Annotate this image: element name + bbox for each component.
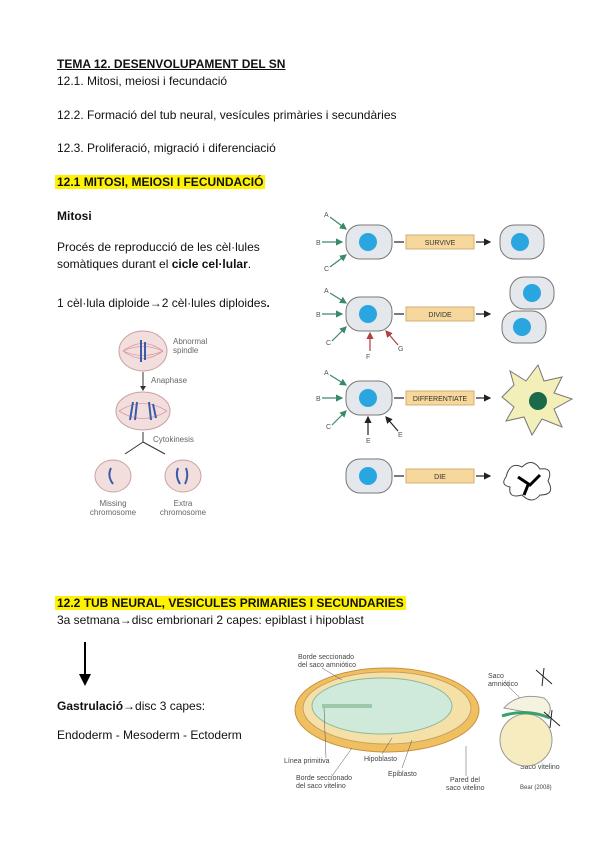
label-hypoblast: Hipoblasto xyxy=(364,756,397,763)
mitosis-para-line2: somàtiques durant el cicle cel·lular. xyxy=(57,257,252,271)
section2-heading: 12.2 TUB NEURAL, VESICULES PRIMARIES I S… xyxy=(55,596,406,610)
label-yolk-edge-2: del saco vitelino xyxy=(296,783,346,790)
signal-b-2: B xyxy=(316,312,321,319)
label-abnormal: Abnormal xyxy=(173,337,207,346)
amniotic-sac xyxy=(503,695,551,717)
box-survive: SURVIVE xyxy=(425,240,456,247)
diploid-line: 1 cèl·lula diploide→2 cèl·lules diploide… xyxy=(57,296,270,310)
label-missing: Missing xyxy=(99,499,126,508)
signal-c-3: C xyxy=(326,424,331,431)
scissors-icon xyxy=(535,667,561,729)
label-yolk-wall-2: saco vitelino xyxy=(446,785,485,792)
label-extra: Extra xyxy=(174,499,193,508)
embryonic-disc xyxy=(311,677,453,735)
signal-b-3: B xyxy=(316,396,321,403)
label-cytokinesis: Cytokinesis xyxy=(153,435,194,444)
signal-c-2: C xyxy=(326,340,331,347)
signal-e-3b: E xyxy=(398,432,403,439)
label-primitive-line: Línea primitiva xyxy=(284,758,330,765)
label-amniotic-sac-1: Saco xyxy=(488,673,504,680)
mitosis-figure: Abnormal spindle Anaphase Cytokinesis Mi… xyxy=(90,330,207,517)
signal-g-2: G xyxy=(398,346,403,353)
label-amniotic-sac-2: amniótico xyxy=(488,681,518,688)
box-die: DIE xyxy=(434,474,446,481)
section1-heading: 12.1 MITOSI, MEIOSI I FECUNDACIÓ xyxy=(55,175,266,189)
label-yolk-wall-1: Pared del xyxy=(450,777,480,784)
cell-missing xyxy=(94,459,132,493)
toc-item-12-1: 12.1. Mitosi, meiosi i fecundació xyxy=(57,74,228,88)
mitosis-para-line1: Procés de reproducció de les cèl·lules xyxy=(57,240,260,254)
cell-anaphase xyxy=(115,391,171,431)
cell-extra xyxy=(164,459,202,493)
toc-item-12-2: 12.2. Formació del tub neural, vesícules… xyxy=(57,108,397,122)
section1-subheading: Mitosi xyxy=(57,209,92,223)
label-yolk-sac: Saco vitelino xyxy=(520,764,560,771)
germ-layers-line: Endoderm - Mesoderm - Ectoderm xyxy=(57,728,242,742)
cell-abnormal-spindle xyxy=(118,330,168,372)
page-title: TEMA 12. DESENVOLUPAMENT DEL SN xyxy=(57,57,286,71)
label-amnion-edge-1: Borde seccionado xyxy=(298,654,354,661)
signal-c-1: C xyxy=(324,266,329,273)
signal-a-1: A xyxy=(324,212,329,219)
label-anaphase: Anaphase xyxy=(151,376,188,385)
label-chromosome-2: chromosome xyxy=(160,508,207,517)
embryo-disc-figure: Borde seccionado del saco amniótico Saco… xyxy=(284,654,561,792)
cell-fate-figure: A B C A B C F G A B C E E xyxy=(316,212,574,501)
apoptotic-cell xyxy=(503,462,552,501)
label-chromosome-1: chromosome xyxy=(90,508,137,517)
signal-f-2: F xyxy=(366,354,370,361)
signal-a-3: A xyxy=(324,370,329,377)
week-line: 3a setmana→disc embrionari 2 capes: epib… xyxy=(57,613,364,627)
signal-e-3a: E xyxy=(366,438,371,445)
down-arrow-icon xyxy=(79,642,91,686)
gastrulation-line: Gastrulació→disc 3 capes: xyxy=(57,699,206,713)
label-spindle: spindle xyxy=(173,346,199,355)
label-yolk-edge-1: Borde seccionado xyxy=(296,775,352,782)
label-epiblast: Epiblasto xyxy=(388,771,417,778)
label-amnion-edge-2: del saco amniótico xyxy=(298,662,356,669)
signal-a-2: A xyxy=(324,288,329,295)
toc-item-12-3: 12.3. Proliferació, migració i diferenci… xyxy=(57,141,276,155)
box-divide: DIVIDE xyxy=(428,312,452,319)
yolk-sac xyxy=(499,713,553,767)
label-credit: Bear (2008) xyxy=(520,785,552,791)
box-differentiate: DIFFERENTIATE xyxy=(413,396,468,403)
signal-b-1: B xyxy=(316,240,321,247)
